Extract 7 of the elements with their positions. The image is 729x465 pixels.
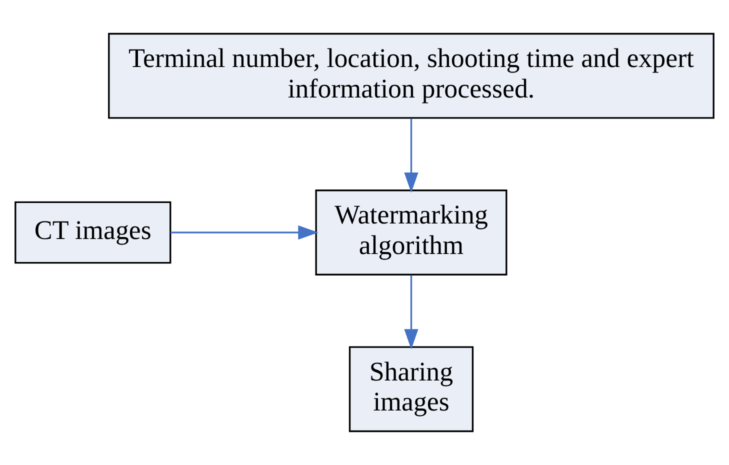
node-box: Terminal number, location, shooting time and expert information processed. <box>108 32 714 119</box>
arrow <box>170 225 318 240</box>
arrow <box>404 118 418 193</box>
node-box: Sharing images <box>348 346 474 432</box>
arrow <box>404 275 418 350</box>
node-box: Watermarking algorithm <box>315 190 508 276</box>
node-box: CT images <box>14 201 172 264</box>
